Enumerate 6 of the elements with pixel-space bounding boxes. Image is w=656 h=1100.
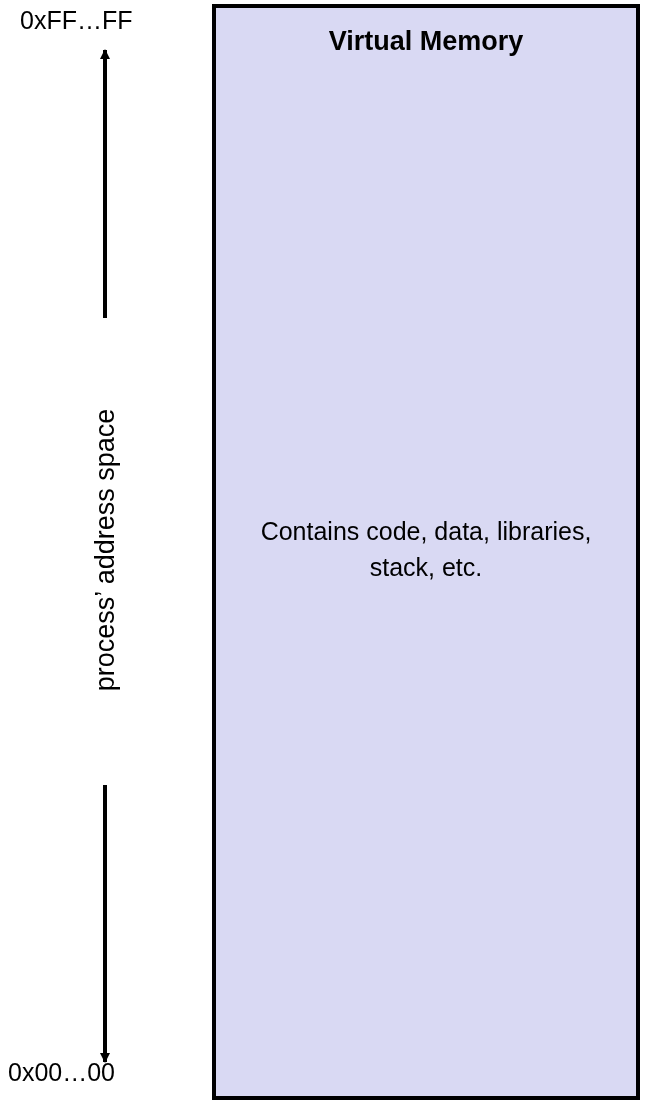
box-description: Contains code, data, libraries, stack, etc. (259, 516, 593, 583)
address-label: 0xFF…FF (20, 6, 133, 35)
box-heading: Virtual Memory (327, 26, 525, 57)
axis-label: process’ address space (89, 408, 121, 692)
memory-box (212, 4, 640, 1100)
address-label: 0x00…00 (8, 1058, 116, 1087)
